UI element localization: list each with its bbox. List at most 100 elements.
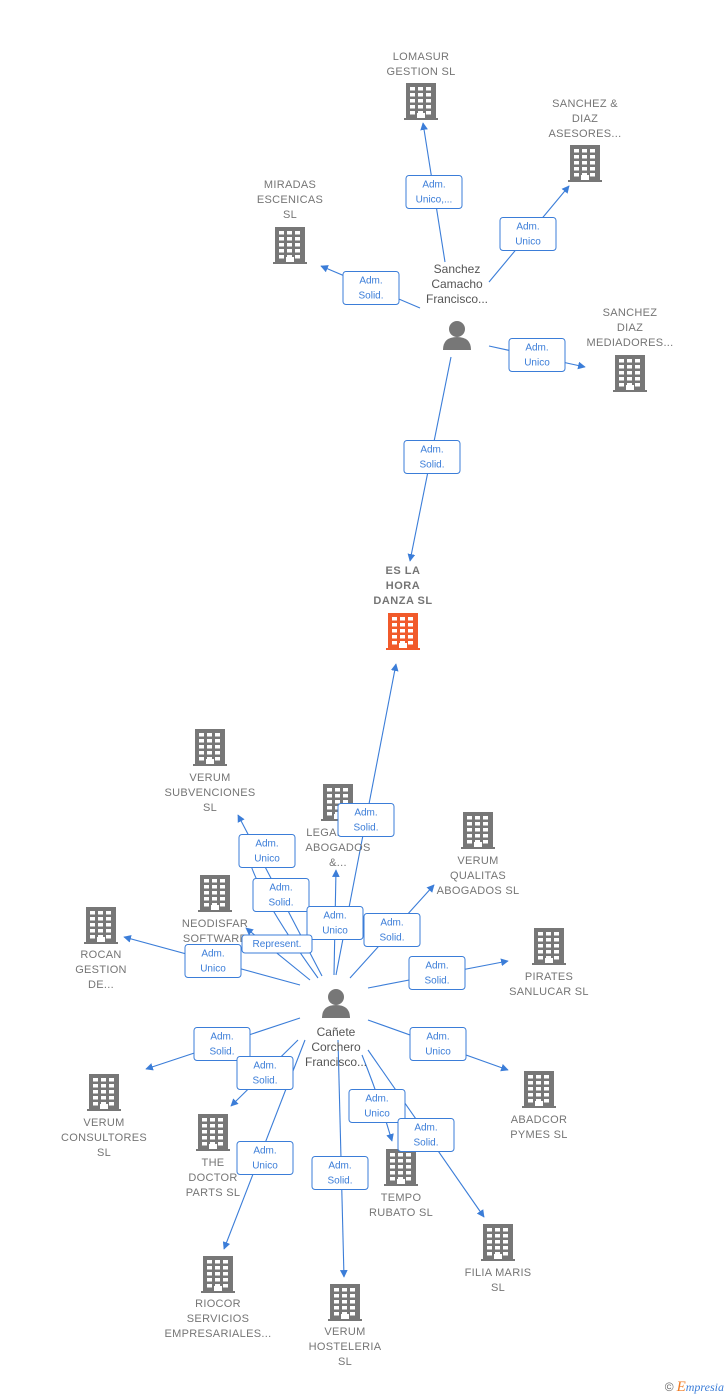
company-qualitas-label: ABOGADOS SL (437, 885, 520, 897)
company-node-lomasur[interactable] (404, 83, 438, 120)
role-label[interactable]: Adm.Unico (508, 338, 566, 372)
building-window (279, 243, 284, 247)
building-window (410, 87, 415, 91)
person-p1-label: Camacho (431, 277, 483, 291)
building-window (327, 812, 332, 816)
building-window (635, 359, 640, 363)
company-qualitas-label: QUALITAS (450, 870, 506, 882)
building-window (287, 243, 292, 247)
building-window (335, 800, 340, 804)
building-window (635, 377, 640, 381)
role-label[interactable]: Adm.Solid. (252, 878, 310, 912)
building-window (400, 623, 405, 627)
role-label[interactable]: Adm.Unico (306, 906, 364, 940)
company-node-doctor[interactable] (196, 1114, 230, 1151)
building-window (536, 1099, 541, 1103)
role-label-box (236, 1056, 294, 1090)
role-label[interactable]: Adm.Solid. (337, 803, 395, 837)
role-label[interactable]: Adm.Solid. (236, 1056, 294, 1090)
company-node-qualitas[interactable] (461, 812, 495, 849)
company-node-rocan[interactable] (84, 907, 118, 944)
building-window (503, 1252, 508, 1256)
building-window (207, 1278, 212, 1282)
building-window (426, 93, 431, 97)
building-window (101, 1102, 106, 1106)
building-window (390, 1177, 395, 1181)
role-label-box (408, 956, 466, 990)
focus-company-node[interactable] (386, 613, 420, 650)
building-window (223, 1266, 228, 1270)
person-node-p2[interactable] (322, 989, 350, 1018)
role-label[interactable]: Adm.Solid. (408, 956, 466, 990)
company-sanchezdiaz-label: SANCHEZ & (552, 98, 618, 110)
building-window (528, 1075, 533, 1079)
building-window (467, 840, 472, 844)
company-node-hosteleria[interactable] (328, 1284, 362, 1321)
building-window (627, 371, 632, 375)
company-node-mediadores[interactable] (613, 355, 647, 392)
building-window (327, 806, 332, 810)
building-window (635, 383, 640, 387)
role-label-text: Unico (200, 964, 226, 975)
company-node-pirates[interactable] (532, 928, 566, 965)
building-window (408, 635, 413, 639)
role-label[interactable]: Adm.Unico (184, 944, 242, 978)
company-node-neodisfar[interactable] (198, 875, 232, 912)
building-window (106, 929, 111, 933)
company-sanchezdiaz-label: DIAZ (572, 113, 598, 125)
building-window (98, 917, 103, 921)
role-label[interactable]: Represent. (241, 934, 313, 954)
role-label[interactable]: Adm.Solid. (342, 271, 400, 305)
building-icon (273, 227, 307, 264)
building-base (87, 1109, 121, 1111)
role-label[interactable]: Adm.Solid. (363, 913, 421, 947)
company-node-abadcor[interactable] (522, 1071, 556, 1108)
role-label[interactable]: Adm.Solid. (311, 1156, 369, 1190)
building-window (536, 1081, 541, 1085)
building-icon (384, 1149, 418, 1186)
role-label-text: Unico (425, 1047, 451, 1058)
company-node-consultores[interactable] (87, 1074, 121, 1111)
building-window (342, 1300, 347, 1304)
role-label[interactable]: Adm.Solid. (193, 1027, 251, 1061)
building-window (212, 891, 217, 895)
role-label-text: Solid. (209, 1047, 234, 1058)
building-window (590, 155, 595, 159)
role-label[interactable]: Adm.Solid. (397, 1118, 455, 1152)
building-window (400, 641, 405, 645)
building-window (295, 255, 300, 259)
building-window (90, 923, 95, 927)
role-label[interactable]: Adm.Unico (499, 217, 557, 251)
role-label[interactable]: Adm.Unico,... (405, 175, 463, 209)
building-window (212, 897, 217, 901)
company-node-miradas[interactable] (273, 227, 307, 264)
role-label[interactable]: Adm.Unico (348, 1089, 406, 1123)
role-label[interactable]: Adm.Unico (238, 834, 296, 868)
company-node-sanchezdiaz[interactable] (568, 145, 602, 182)
building-window (398, 1153, 403, 1157)
company-riocor-label: RIOCOR (195, 1298, 241, 1310)
building-window (410, 99, 415, 103)
company-node-subvenciones[interactable] (193, 729, 227, 766)
building-window (295, 243, 300, 247)
building-window (574, 161, 579, 165)
company-node-tempo[interactable] (384, 1149, 418, 1186)
building-window (590, 173, 595, 177)
person-node-p1[interactable] (443, 321, 471, 350)
building-window (350, 1306, 355, 1310)
company-node-filia[interactable] (481, 1224, 515, 1261)
building-base (404, 118, 438, 120)
building-window (619, 377, 624, 381)
role-label-box (238, 834, 296, 868)
role-label[interactable]: Adm.Solid. (403, 440, 461, 474)
role-label[interactable]: Adm.Unico (409, 1027, 467, 1061)
role-label[interactable]: Adm.Unico (236, 1141, 294, 1175)
building-window (207, 1272, 212, 1276)
building-window (406, 1165, 411, 1169)
empresia-logo[interactable]: © Empresia (665, 1379, 724, 1396)
company-node-riocor[interactable] (201, 1256, 235, 1293)
building-icon (404, 83, 438, 120)
company-doctor-label: PARTS SL (186, 1187, 241, 1199)
building-door (474, 842, 482, 848)
building-window (487, 1240, 492, 1244)
